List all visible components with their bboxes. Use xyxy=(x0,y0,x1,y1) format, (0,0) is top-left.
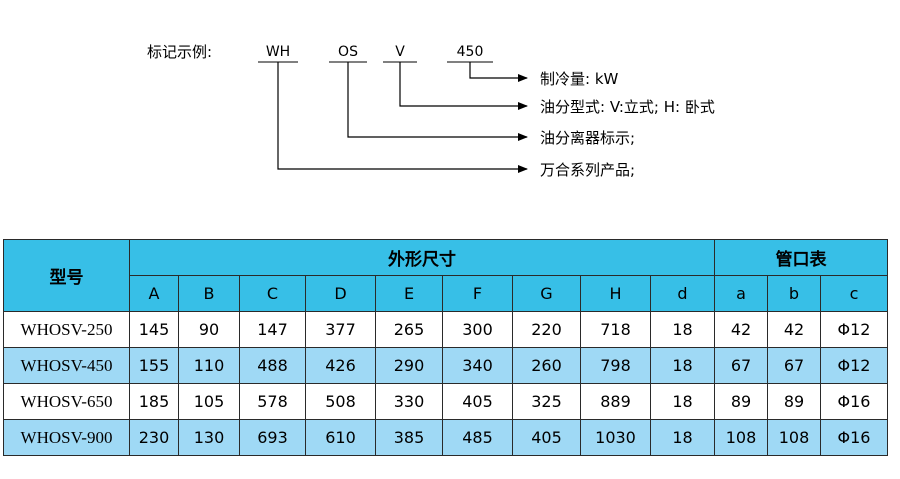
leader-series xyxy=(277,62,528,173)
value-cell: 145 xyxy=(129,311,179,348)
column-header: d xyxy=(650,275,715,312)
model-cell: WHOSV-900 xyxy=(3,419,130,456)
code-450: 450 xyxy=(457,44,484,60)
model-code-diagram: 标记示例: WH OS V 450 制冷量: kW 油分型式: V:立式; H:… xyxy=(147,43,715,179)
value-cell: 488 xyxy=(239,347,306,384)
value-cell: 300 xyxy=(442,311,513,348)
leader-type xyxy=(399,62,528,110)
value-cell: 405 xyxy=(442,383,513,420)
value-cell: 290 xyxy=(375,347,443,384)
value-cell: 18 xyxy=(650,347,715,384)
value-cell: 130 xyxy=(178,419,240,456)
column-header: A xyxy=(129,275,179,312)
value-cell: 67 xyxy=(767,347,821,384)
value-cell: 325 xyxy=(512,383,581,420)
code-wh: WH xyxy=(266,44,290,60)
value-cell: 89 xyxy=(714,383,768,420)
leader-capacity xyxy=(469,62,528,82)
column-header: F xyxy=(442,275,513,312)
column-header: B xyxy=(178,275,240,312)
value-cell: 108 xyxy=(767,419,821,456)
legend-series: 万合系列产品; xyxy=(540,161,635,179)
value-cell: 18 xyxy=(650,419,715,456)
leader-separator xyxy=(347,62,528,141)
dimensions-group-header: 外形尺寸 xyxy=(129,239,715,276)
value-cell: 610 xyxy=(305,419,376,456)
column-header: G xyxy=(512,275,581,312)
model-cell: WHOSV-250 xyxy=(3,311,130,348)
value-cell: 18 xyxy=(650,383,715,420)
value-cell: 220 xyxy=(512,311,581,348)
code-os: OS xyxy=(338,44,358,60)
value-cell: 508 xyxy=(305,383,376,420)
column-header: D xyxy=(305,275,376,312)
value-cell: 42 xyxy=(714,311,768,348)
example-prefix: 标记示例: xyxy=(147,43,212,61)
value-cell: Φ12 xyxy=(820,311,888,348)
value-cell: 155 xyxy=(129,347,179,384)
value-cell: 105 xyxy=(178,383,240,420)
value-cell: 426 xyxy=(305,347,376,384)
model-cell: WHOSV-450 xyxy=(3,347,130,384)
value-cell: 42 xyxy=(767,311,821,348)
pipes-group-header: 管口表 xyxy=(714,239,888,276)
value-cell: Φ12 xyxy=(820,347,888,384)
value-cell: 1030 xyxy=(580,419,651,456)
value-cell: 798 xyxy=(580,347,651,384)
model-header: 型号 xyxy=(3,239,130,312)
value-cell: 110 xyxy=(178,347,240,384)
value-cell: 260 xyxy=(512,347,581,384)
legend-type: 油分型式: V:立式; H: 卧式 xyxy=(540,98,715,116)
leader-lines xyxy=(277,62,528,173)
value-cell: 693 xyxy=(239,419,306,456)
value-cell: 90 xyxy=(178,311,240,348)
value-cell: 18 xyxy=(650,311,715,348)
value-cell: 385 xyxy=(375,419,443,456)
legend-separator: 油分离器标示; xyxy=(540,129,635,147)
value-cell: 330 xyxy=(375,383,443,420)
value-cell: 265 xyxy=(375,311,443,348)
value-cell: 485 xyxy=(442,419,513,456)
value-cell: 889 xyxy=(580,383,651,420)
model-cell: WHOSV-650 xyxy=(3,383,130,420)
code-v: V xyxy=(395,44,405,60)
column-header: E xyxy=(375,275,443,312)
column-header: b xyxy=(767,275,821,312)
value-cell: 578 xyxy=(239,383,306,420)
value-cell: 108 xyxy=(714,419,768,456)
value-cell: Φ16 xyxy=(820,383,888,420)
column-header: c xyxy=(820,275,888,312)
value-cell: 89 xyxy=(767,383,821,420)
value-cell: 718 xyxy=(580,311,651,348)
column-header: H xyxy=(580,275,651,312)
legend-capacity: 制冷量: kW xyxy=(540,70,619,88)
value-cell: 340 xyxy=(442,347,513,384)
value-cell: 377 xyxy=(305,311,376,348)
value-cell: 147 xyxy=(239,311,306,348)
value-cell: 230 xyxy=(129,419,179,456)
column-header: C xyxy=(239,275,306,312)
value-cell: 185 xyxy=(129,383,179,420)
value-cell: Φ16 xyxy=(820,419,888,456)
column-header: a xyxy=(714,275,768,312)
value-cell: 405 xyxy=(512,419,581,456)
value-cell: 67 xyxy=(714,347,768,384)
